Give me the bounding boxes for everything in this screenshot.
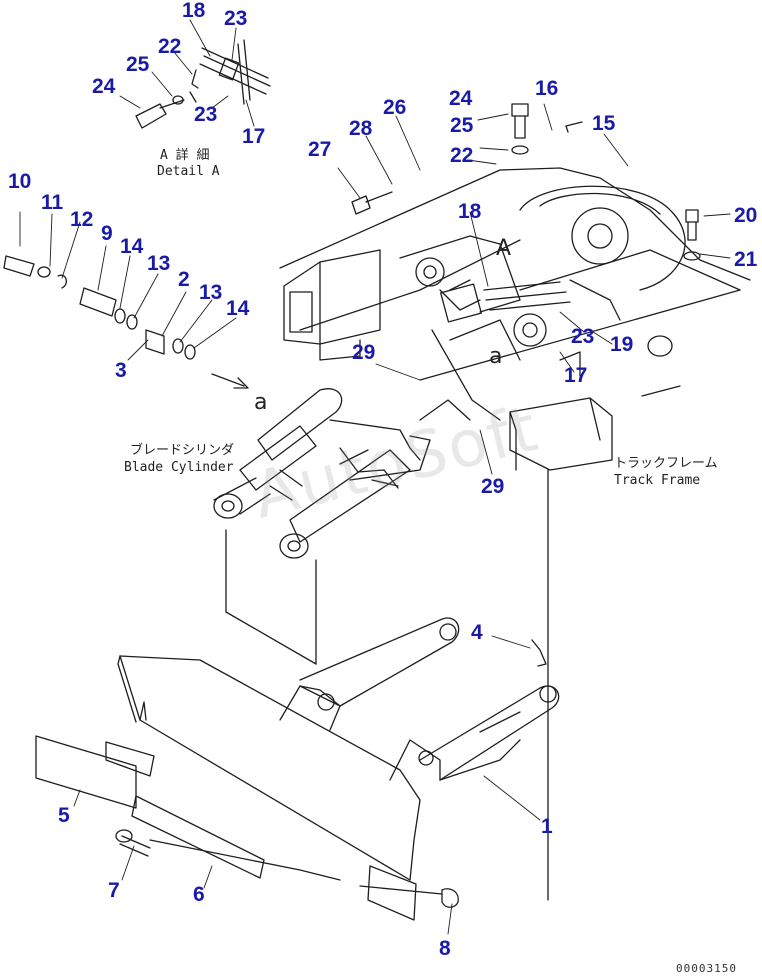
callout-2: 2 [178,268,190,291]
detail-a-sketch [135,39,271,129]
drawing-number: 00003150 [676,962,737,975]
callout-13: 13 [147,252,171,275]
leader-lines [19,19,731,935]
callout-21: 21 [734,248,758,271]
callout-20: 20 [734,204,758,227]
callout-9: 9 [101,222,113,245]
callout-17: 17 [564,364,588,387]
blade-cylinder-jp: ブレードシリンダ [130,443,235,458]
callout-14: 14 [120,235,144,258]
callout-23: 23 [194,103,218,126]
callout-7: 7 [108,879,120,902]
detail-a-jp: A 詳 細 [160,148,210,163]
blade-drawing [35,529,560,921]
callout-25: 25 [450,114,474,137]
callout-19: 19 [610,333,634,356]
callout-8: 8 [439,937,451,960]
callout-6: 6 [193,883,205,906]
callout-11: 11 [41,191,64,214]
blade-cylinder-drawing [213,388,471,559]
callout-5: 5 [58,804,70,827]
blade-cylinder-en: Blade Cylinder [124,460,234,475]
callout-12: 12 [70,208,94,231]
callout-15: 15 [592,112,616,135]
track-frame-jp: トラックフレーム [614,456,718,471]
callout-28: 28 [349,117,373,140]
callout-1: 1 [541,815,553,838]
callout-18: 18 [458,200,482,223]
callout-17: 17 [242,125,266,148]
callout-29: 29 [352,341,376,364]
callout-14: 14 [226,297,250,320]
view-letter-lower-a-center: a [489,344,503,369]
callout-23: 23 [571,325,595,348]
callout-29: 29 [481,475,505,498]
track-frame-drawing [279,167,751,901]
view-letter-upper-a: A [496,236,512,261]
callout-16: 16 [535,77,559,100]
callout-24: 24 [92,75,116,98]
callout-26: 26 [383,96,407,119]
callout-25: 25 [126,53,150,76]
callout-13: 13 [199,281,223,304]
detail-a-en: Detail A [157,164,220,179]
callout-22: 22 [450,144,474,167]
view-letter-lower-a-left: a [254,390,268,415]
callout-10: 10 [8,170,32,193]
callout-3: 3 [115,359,127,382]
callout-22: 22 [158,35,182,58]
callout-23: 23 [224,7,248,30]
callout-24: 24 [449,87,473,110]
callout-27: 27 [308,138,332,161]
callout-4: 4 [471,621,483,644]
track-frame-en: Track Frame [614,473,701,488]
bolt-parts [351,103,701,261]
callout-18: 18 [182,0,206,22]
